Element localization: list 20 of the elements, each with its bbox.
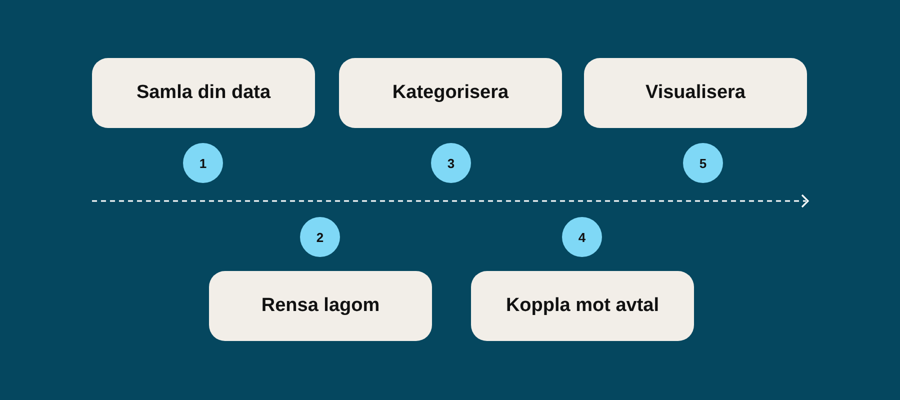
- step-label: Samla din data: [136, 82, 271, 104]
- step-box: [339, 58, 562, 128]
- step-number: 4: [578, 230, 586, 244]
- step-number: 5: [699, 156, 707, 170]
- step-label: Koppla mot avtal: [506, 295, 660, 317]
- step-number-circle: [683, 143, 723, 183]
- step-box: [471, 271, 694, 341]
- step-box: [92, 58, 315, 128]
- step-label: Rensa lagom: [261, 295, 380, 317]
- step-number: 1: [199, 156, 207, 170]
- step-box: [584, 58, 807, 128]
- step-number-circle: [431, 143, 471, 183]
- step-number-circle: [183, 143, 223, 183]
- step-box: [209, 271, 432, 341]
- step-label: Kategorisera: [392, 82, 509, 104]
- step-number: 2: [316, 230, 324, 244]
- step-number: 3: [447, 156, 455, 170]
- step-number-circle: [562, 217, 602, 257]
- step-label: Visualisera: [645, 82, 746, 104]
- step-number-circle: [300, 217, 340, 257]
